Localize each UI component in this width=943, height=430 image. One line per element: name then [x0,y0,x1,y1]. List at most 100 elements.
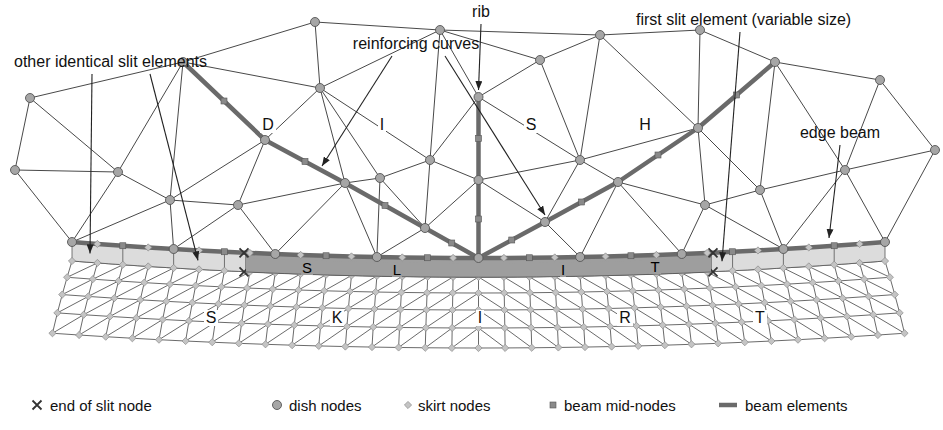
skirt-element-edge [374,292,401,309]
skirt-node [241,302,248,309]
dish-element-edge [600,30,700,35]
skirt-element-edge [348,292,375,308]
skirt-element-edge [713,305,742,322]
skirt-node [89,276,96,283]
beam-mid-node [221,98,227,104]
dish-element-edge [377,228,425,257]
skirt-element-edge [52,261,72,333]
region-letter: T [649,260,660,274]
skirt-element-edge [294,308,322,325]
skirt-node [738,318,745,325]
skirt-node [321,287,328,294]
skirt-element-edge [529,277,555,293]
dish-node [536,56,545,65]
dish-element-edge [698,30,700,128]
skirt-node [659,322,666,329]
dish-node [114,168,123,177]
skirt-node [243,284,250,291]
skirt-node [551,254,558,261]
skirt-element-edge [869,296,900,312]
skirt-node [761,299,768,306]
skirt-node [712,320,719,327]
skirt-element-edge [633,291,661,307]
skirt-node [195,266,202,273]
beam-mid-node [476,136,482,142]
skirt-element-edge [687,306,716,323]
beam-mid-node [655,152,661,158]
beam-mid-node [628,253,634,259]
skirt-element-edge [218,288,247,304]
dish-node [11,166,20,175]
dish-node [694,124,703,133]
dish-element-edge [705,190,760,205]
dish-element-edge [580,160,618,182]
skirt-node [397,306,404,313]
skirt-node [221,267,228,274]
skirt-element-edge [609,308,637,325]
skirt-element-edge [321,308,349,325]
skirt-node [794,336,801,343]
skirt-element-edge [834,265,851,337]
leader-line [322,56,392,166]
beam-mid-node [120,243,126,249]
skirt-element-edge [555,276,582,292]
dish-node [372,253,381,262]
legend-square [550,402,556,408]
legend-circle [273,401,282,410]
skirt-element-edge [247,273,275,288]
skirt-element-edge [373,309,400,327]
skirt-element-edge [656,274,665,345]
skirt-node [870,311,877,318]
skirt-element-edge [163,303,193,320]
dish-element-edge [479,97,581,160]
dish-node [756,186,765,195]
skirt-element-edge [453,277,479,293]
dish-element-edge [540,60,580,160]
skirt-node [317,322,324,329]
skirt-element-edge [768,321,798,340]
skirt-node [886,274,893,281]
skirt-node [102,333,109,340]
beam-mid-node [526,255,532,261]
skirt-element-edge [606,275,612,346]
skirt-node [502,344,509,351]
dish-element-edge [479,180,546,222]
legend-symbol [719,405,737,406]
skirt-element-edge [215,305,244,322]
dish-node [68,238,77,247]
skirt-node [821,335,828,342]
skirt-node [422,324,429,331]
skirt-node [315,342,322,349]
skirt-element-edge [658,290,686,306]
skirt-node [579,305,586,312]
skirt-node [64,274,71,281]
dish-element-edge [430,160,479,180]
skirt-node [449,324,456,331]
region-letter: S [524,117,539,133]
dish-element-edge [174,205,238,249]
skirt-node [607,323,614,330]
dish-mesh [15,22,935,258]
skirt-node [163,298,170,305]
dish-element-edge [170,200,174,249]
skirt-node [170,264,177,271]
skirt-element-edge [843,298,874,315]
dish-element-edge [580,35,600,160]
skirt-node [783,281,790,288]
skirt-element-edge [479,328,506,348]
skirt-element-edge [132,319,162,338]
skirt-node [629,287,636,294]
skirt-node [348,253,355,260]
skirt-node [787,298,794,305]
dish-element-edge [845,170,885,242]
dish-node [426,156,435,165]
skirt-element-edge [400,310,427,328]
skirt-node [741,339,748,346]
dish-node [271,250,280,259]
beam-element [479,62,776,258]
skirt-node [449,306,456,313]
dish-element-edge [880,80,935,150]
dish-element-edge [479,60,541,97]
skirt-element-edge [84,298,115,315]
